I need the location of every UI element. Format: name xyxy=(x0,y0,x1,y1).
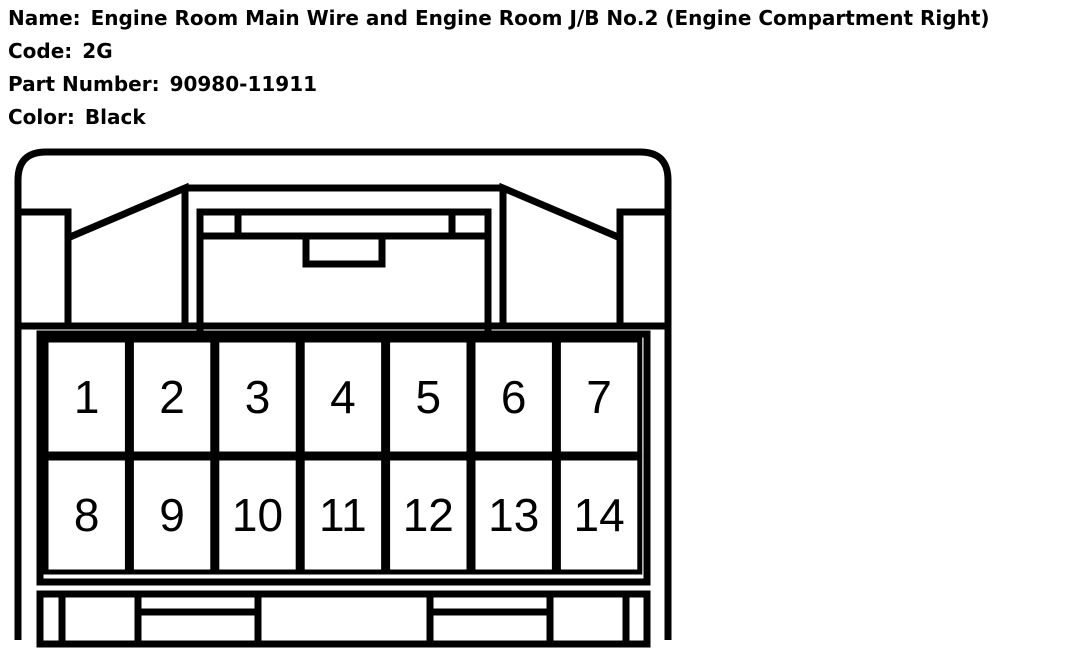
pin-cell-6 xyxy=(470,337,557,457)
pin-cell-8 xyxy=(43,455,130,575)
code-label: Code: xyxy=(8,39,73,63)
pin-number-10: 10 xyxy=(232,489,283,541)
pin-number-1: 1 xyxy=(74,371,100,423)
color-value: Black xyxy=(84,105,146,129)
pin-number-9: 9 xyxy=(159,489,185,541)
pin-cell-4 xyxy=(299,337,387,457)
right-guide xyxy=(499,182,620,326)
pin-number-6: 6 xyxy=(501,371,527,423)
pin-number-3: 3 xyxy=(245,371,271,423)
part-number-line: Part Number: 90980-11911 xyxy=(8,72,317,96)
left-shoulder xyxy=(18,208,72,326)
pin-number-12: 12 xyxy=(403,489,454,541)
connector-code-line: Code: 2G xyxy=(8,39,113,63)
connector-housing xyxy=(14,148,672,648)
pin-number-5: 5 xyxy=(416,371,442,423)
pin-cell-14 xyxy=(555,455,643,575)
right-shoulder xyxy=(616,208,668,326)
connector-color-line: Color: Black xyxy=(8,105,146,129)
pin-number-14: 14 xyxy=(574,489,625,541)
bottom-rail xyxy=(36,590,651,648)
connector-name-line: Name: Engine Room Main Wire and Engine Ro… xyxy=(8,6,990,30)
pin-cell-9 xyxy=(128,455,216,575)
housing-outline xyxy=(14,148,672,640)
pin-number-2: 2 xyxy=(159,371,185,423)
pin-number-7: 7 xyxy=(586,371,612,423)
name-value: Engine Room Main Wire and Engine Room J/… xyxy=(90,6,990,30)
pin-number-4: 4 xyxy=(330,371,356,423)
pin-number-8: 8 xyxy=(74,489,100,541)
color-label: Color: xyxy=(8,105,75,129)
pin-cells xyxy=(43,337,643,575)
code-value: 2G xyxy=(82,39,113,63)
left-guide xyxy=(68,182,189,326)
pin-cell-1 xyxy=(43,337,130,457)
pin-cell-12 xyxy=(385,455,472,575)
pin-cell-7 xyxy=(555,337,643,457)
pin-cell-2 xyxy=(128,337,216,457)
pin-cell-11 xyxy=(299,455,387,575)
pin-number-13: 13 xyxy=(488,489,539,541)
part-number-label: Part Number: xyxy=(8,72,160,96)
pin-cell-3 xyxy=(214,337,301,457)
name-label: Name: xyxy=(8,6,81,30)
pin-cell-10 xyxy=(214,455,301,575)
latch-tab xyxy=(302,236,386,268)
locking-latch xyxy=(196,208,492,334)
pin-cell-13 xyxy=(470,455,557,575)
part-number-value: 90980-11911 xyxy=(169,72,318,96)
pin-number-11: 11 xyxy=(319,489,367,541)
pin-cell-5 xyxy=(385,337,472,457)
terminal-area xyxy=(36,330,651,586)
